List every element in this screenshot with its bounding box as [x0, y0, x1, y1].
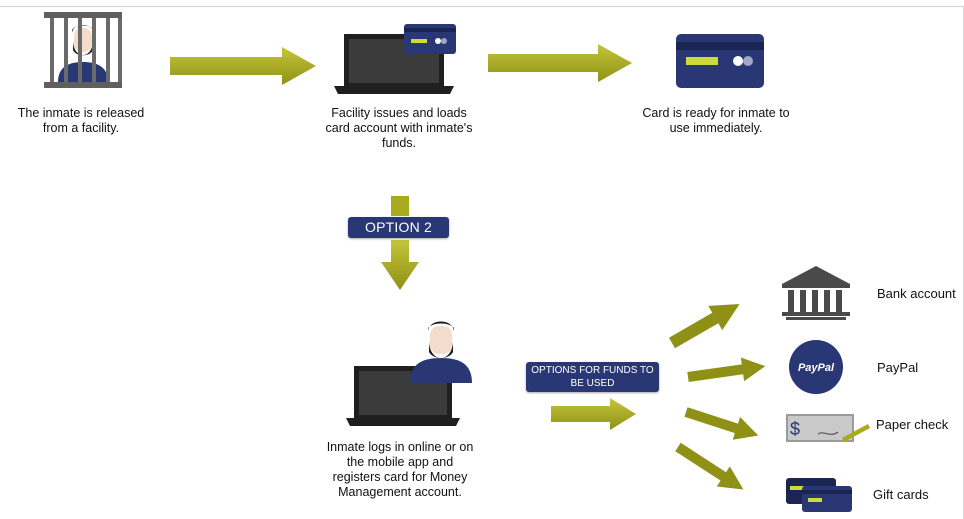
svg-text:PayPal: PayPal: [798, 362, 835, 374]
laptop-card-icon: [334, 24, 456, 94]
fan-arrow-paypal: [687, 357, 766, 382]
fan-arrow-check: [684, 407, 759, 440]
step-ready-caption: Card is ready for inmate to use immediat…: [642, 106, 790, 135]
credit-card-icon: [676, 34, 764, 88]
flow-arrow-right-2: [488, 44, 632, 82]
fan-arrow-bank: [669, 304, 740, 349]
gift-cards-icon: [786, 478, 852, 512]
frame-top-border: [0, 6, 964, 7]
laptop-user-icon: [346, 321, 472, 426]
flow-arrow-right-3: [551, 398, 636, 430]
flow-arrow-down-stem: [391, 196, 409, 216]
options-for-funds-badge: OPTIONS FOR FUNDS TO BE USED: [526, 362, 659, 392]
paypal-icon: PayPal: [789, 340, 843, 394]
step-registers-caption: Inmate logs in online or on the mobile a…: [326, 440, 474, 499]
paper-check-icon: $: [786, 414, 870, 442]
flow-arrow-down: [381, 240, 419, 290]
paper-check-label: Paper check: [876, 417, 949, 432]
bank-icon: [782, 266, 850, 320]
inmate-behind-bars-icon: [44, 12, 122, 88]
bank-account-label: Bank account: [877, 286, 956, 301]
step-released-caption: The inmate is released from a facility.: [17, 106, 145, 135]
fan-arrow-giftcards: [675, 442, 744, 490]
flow-arrow-right-1: [170, 47, 316, 85]
option-2-badge: OPTION 2: [348, 217, 449, 238]
gift-cards-label: Gift cards: [873, 487, 929, 502]
step-issues-caption: Facility issues and loads card account w…: [325, 106, 473, 150]
svg-text:$: $: [790, 419, 800, 439]
fan-arrows: [669, 304, 766, 490]
paypal-label: PayPal: [877, 360, 919, 375]
